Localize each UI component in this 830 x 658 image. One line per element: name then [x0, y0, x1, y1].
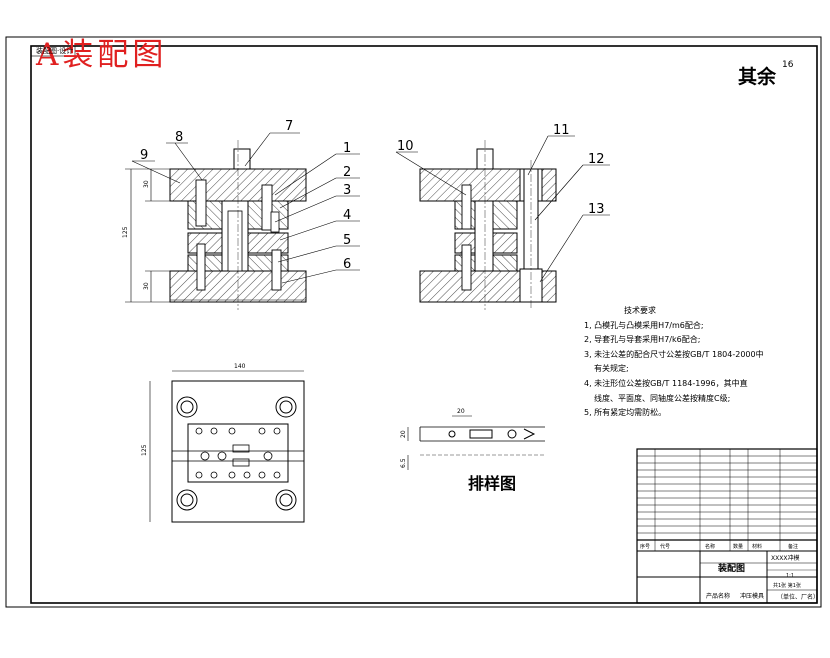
part-label-6: 6: [343, 257, 351, 272]
part-label-11: 11: [553, 123, 570, 138]
tech-notes-heading: 技术要求: [624, 306, 656, 315]
drawing-name: 装配图: [717, 562, 745, 574]
part-label-1: 1: [343, 141, 351, 156]
company-name: （单位、厂名）: [777, 593, 819, 601]
plan-view: 140 125: [141, 363, 305, 523]
dim-front-bottom: 30: [143, 282, 150, 290]
dim-front-top: 30: [143, 180, 150, 188]
part-label-3: 3: [343, 183, 351, 198]
part-label-9: 9: [140, 148, 148, 163]
drawing-scale: 1:1: [786, 573, 794, 579]
tech-note-item: 5, 所有紧定均需防松。: [584, 408, 667, 418]
strip-layout-label: 排样图: [468, 474, 517, 493]
dim-plan-width: 140: [234, 363, 246, 370]
sheet-title: A装配图: [36, 37, 168, 73]
leader-lines: [131, 132, 610, 284]
part-numbers: 1 2 3 4 5 6 7 8 9 10 11 12 13: [140, 119, 605, 272]
roughness-value: 16: [782, 60, 794, 70]
corner-stamp: 装配图·设计: [36, 47, 74, 55]
part-label-7: 7: [285, 119, 293, 134]
bom-col-name: 名称: [705, 543, 715, 550]
part-label-10: 10: [397, 139, 414, 154]
dim-strip-edge: 6.5: [400, 458, 407, 468]
side-section-view: [419, 140, 557, 310]
tech-note-item: 2, 导套孔与导套采用H7/k6配合;: [584, 335, 701, 345]
part-label-5: 5: [343, 233, 351, 248]
bom-col-material: 材料: [752, 543, 762, 550]
bom-col-remark: 备注: [788, 543, 798, 550]
bom-col-code: 代号: [660, 543, 670, 550]
part-label-8: 8: [175, 130, 183, 145]
part-label-4: 4: [343, 208, 351, 223]
tech-note-item: 线度、平面度、同轴度公差按精度C级;: [594, 393, 731, 403]
dim-strip-width: 20: [400, 430, 407, 438]
outer-border: [5, 36, 822, 608]
part-name: XXXX冲模: [771, 554, 799, 562]
dim-plan-height: 125: [141, 444, 148, 456]
tech-note-item: 4, 未注形位公差按GB/T 1184-1996，其中直: [584, 378, 748, 388]
dim-front-height: 125: [122, 226, 129, 238]
roughness-note: 其余: [738, 66, 777, 88]
product-value: 冲压模具: [740, 592, 764, 600]
dim-strip-pitch: 20: [457, 408, 465, 415]
bom-col-qty: 数量: [733, 543, 743, 550]
inner-border: [30, 45, 818, 604]
tech-note-item: 有关规定;: [594, 364, 629, 374]
part-label-13: 13: [588, 202, 605, 217]
bom-header-row: 序号 代号 名称 数量 材料 备注: [640, 543, 798, 550]
technical-requirements: 技术要求 1, 凸模孔与凸模采用H7/m6配合; 2, 导套孔与导套采用H7/k…: [584, 304, 764, 421]
bom-col-no: 序号: [640, 543, 650, 550]
part-label-2: 2: [343, 165, 351, 180]
front-section-view: 125 30 30: [122, 140, 307, 310]
tech-note-item: 1, 凸模孔与凸模采用H7/m6配合;: [584, 320, 704, 330]
sheet-count: 共1张 第1张: [773, 582, 801, 589]
part-label-12: 12: [588, 152, 605, 167]
tech-note-item: 3, 未注公差的配合尺寸公差按GB/T 1804-2000中: [584, 349, 764, 359]
corner-stamp-box: [30, 45, 76, 57]
product-label: 产品名称: [706, 592, 730, 600]
strip-layout: 20 20 6.5: [400, 408, 545, 470]
bom-and-title-block: [636, 448, 818, 604]
